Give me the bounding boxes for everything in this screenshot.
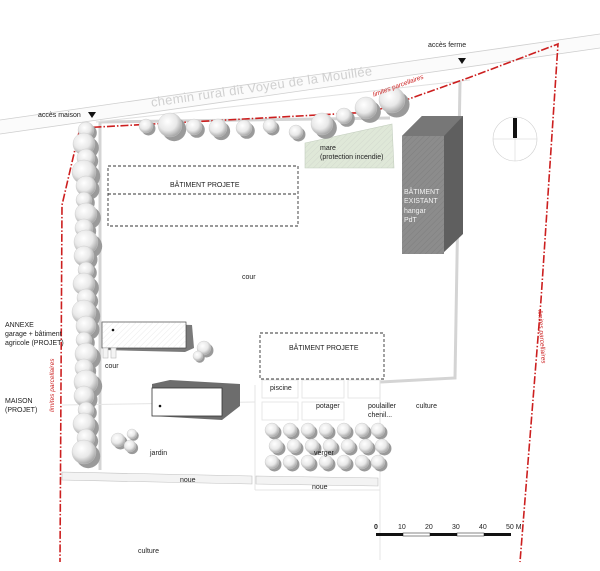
scale-tick-10: 10	[398, 524, 406, 531]
ditch-east	[255, 475, 379, 487]
projected-building-north-label: BÂTIMENT PROJETE	[170, 182, 240, 189]
fence-north-road	[95, 79, 471, 123]
tree	[110, 432, 126, 448]
ditch-east-label: noue	[312, 484, 328, 491]
tree	[354, 454, 370, 470]
boundary-label-west: limites parcellaires	[49, 358, 56, 412]
farm-access-arrow-icon	[458, 58, 466, 64]
tree	[358, 438, 374, 454]
tree	[378, 86, 406, 114]
henhouse-label-2: chenil...	[368, 412, 393, 419]
scale-tick-40: 40	[479, 524, 487, 531]
scale-tick-20: 20	[425, 524, 433, 531]
parking-spots	[102, 347, 117, 359]
pool-area	[261, 379, 299, 399]
tree	[185, 118, 203, 136]
pool-basin	[261, 401, 299, 421]
projected-building-south-label: BÂTIMENT PROJETE	[289, 345, 359, 352]
tree	[310, 112, 334, 136]
crop-south-label: culture	[138, 548, 160, 555]
tree	[318, 454, 334, 470]
tree	[374, 438, 390, 454]
annexe-entry-point	[111, 328, 115, 332]
yard-label: cour	[242, 274, 256, 281]
tree	[370, 422, 386, 438]
annexe-hatch	[102, 322, 186, 348]
tree	[336, 422, 352, 438]
tree	[300, 422, 316, 438]
scale-tick-50: 50 M	[506, 524, 522, 531]
tree	[288, 124, 304, 140]
scale-tick-0: 0	[374, 524, 378, 531]
henhouse-label-1: poulailler	[368, 403, 397, 410]
house-roof	[151, 387, 223, 417]
tree	[286, 438, 302, 454]
pond-hatch	[305, 124, 394, 168]
tree	[264, 454, 280, 470]
small-yard-label: cour	[105, 363, 119, 370]
north-arrow-icon	[492, 116, 538, 162]
tree	[126, 428, 138, 440]
annexe-label-2: garage + bâtiment	[5, 331, 62, 338]
annexe-label-3: agricole (PROJET)	[5, 340, 64, 347]
farm-access-label: accès ferme	[428, 42, 467, 49]
house-label-1: MAISON	[5, 398, 33, 405]
tree	[235, 119, 253, 137]
garden-label: jardin	[150, 450, 168, 457]
pool-label: piscine	[270, 385, 292, 392]
tree	[192, 350, 204, 362]
tree	[264, 422, 280, 438]
house-label-2: (PROJET)	[5, 407, 38, 414]
potager-beds	[301, 401, 345, 421]
potager-area	[301, 379, 345, 399]
existing-building-label-2: EXISTANT	[404, 198, 438, 205]
existing-building-label-3: hangar	[404, 208, 426, 215]
existing-building-label-4: PdT	[404, 217, 417, 224]
existing-building-ridge	[402, 116, 463, 136]
tree	[138, 118, 154, 134]
orchard-label: verger	[314, 450, 334, 457]
tree	[304, 438, 320, 454]
existing-building-hatch	[402, 136, 444, 254]
tree	[208, 118, 228, 138]
projected-building-south	[259, 332, 385, 380]
annexe-label-1: ANNEXE	[5, 322, 34, 329]
tree	[300, 454, 316, 470]
existing-building-label-1: BÂTIMENT	[404, 189, 440, 196]
scale-tick-30: 30	[452, 524, 460, 531]
pond-label-1: mare	[320, 145, 336, 152]
vegetable-garden-label: potager	[316, 403, 340, 410]
tree	[335, 107, 353, 125]
ditch-west-label: noue	[180, 477, 196, 484]
road-band	[0, 34, 600, 134]
tree	[354, 96, 378, 120]
tree	[370, 454, 386, 470]
pond-label-2: (protection incendie)	[320, 154, 384, 161]
tree	[322, 438, 338, 454]
projected-building-north	[107, 165, 299, 227]
henhouse-area	[347, 379, 381, 399]
house-access-label: accès maison	[38, 112, 81, 119]
tree	[340, 438, 356, 454]
tree	[157, 112, 183, 138]
tree	[318, 422, 334, 438]
tree	[282, 454, 298, 470]
tree	[262, 118, 278, 134]
scale-bar	[376, 532, 511, 537]
tree	[282, 422, 298, 438]
road-edge-south	[0, 47, 600, 135]
tree	[71, 439, 97, 465]
tree	[336, 454, 352, 470]
crop-east-label: culture	[416, 403, 438, 410]
house-access-arrow-icon	[88, 112, 96, 118]
tree	[123, 439, 137, 453]
trees	[71, 86, 410, 472]
ditch-west	[61, 471, 253, 485]
road-edge-north	[0, 33, 600, 121]
tree	[268, 438, 284, 454]
tree	[354, 422, 370, 438]
house-entry-point	[158, 404, 162, 408]
